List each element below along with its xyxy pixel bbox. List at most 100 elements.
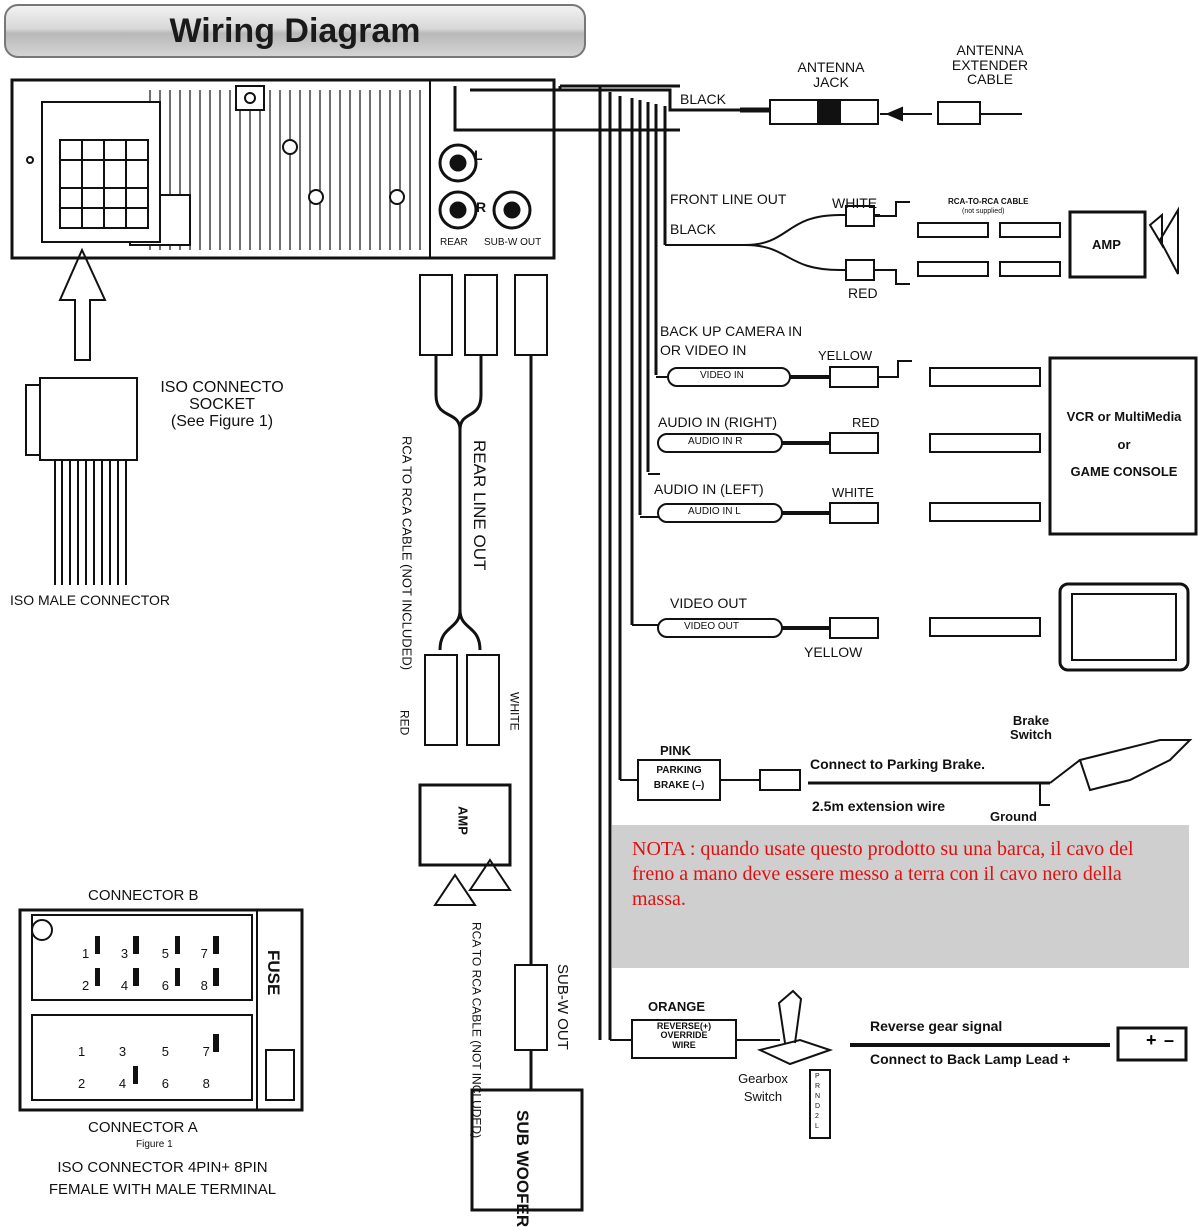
battery-plus: + bbox=[1146, 1030, 1157, 1050]
rear-cable-line-2: (NOT INCLUDED) bbox=[399, 564, 415, 671]
video-out-label: VIDEO OUT bbox=[670, 595, 748, 611]
rca-jacks bbox=[438, 143, 532, 230]
antenna-extender bbox=[937, 101, 981, 125]
pin-6: 6 bbox=[161, 978, 169, 993]
battery bbox=[1116, 1026, 1188, 1062]
gear-r: R bbox=[815, 1083, 821, 1090]
rear-cable-line-1: RCA TO RCA CABLE bbox=[399, 436, 415, 561]
front-rca-cables bbox=[917, 222, 1061, 277]
iso-socket-line-2: SOCKET bbox=[189, 395, 255, 413]
iso-male-connector-label: ISO MALE CONNECTOR bbox=[10, 592, 170, 608]
pin-5: 5 bbox=[161, 946, 169, 961]
gear-letters: P R N D 2 L bbox=[815, 1072, 820, 1132]
reverse-tag bbox=[631, 1019, 737, 1059]
video-out-yellow-label: YELLOW bbox=[804, 644, 863, 660]
video-in-yellow-label: YELLOW bbox=[818, 348, 873, 363]
caption-line-1: ISO CONNECTOR 4PIN+ 8PIN bbox=[57, 1159, 268, 1176]
rca-r-label: R bbox=[476, 199, 487, 215]
reverse-signal-label: Reverse gear signal bbox=[870, 1018, 1003, 1034]
gearbox-drawing bbox=[757, 989, 834, 1066]
pin-row-bottom: 2 4 6 8 bbox=[82, 970, 208, 1002]
pin-a-7: 7 bbox=[202, 1044, 210, 1059]
figure1-label: Figure 1 bbox=[136, 1139, 173, 1150]
pin-row-a-top: 1 3 5 7 bbox=[78, 1036, 210, 1068]
gear-2: 2 bbox=[815, 1113, 819, 1120]
audio-left-label: AUDIO IN (LEFT) bbox=[654, 481, 764, 497]
pin-3: 3 bbox=[120, 946, 129, 961]
page-title: Wiring Diagram bbox=[169, 12, 421, 50]
subw-out-jack-label: SUB-W OUT bbox=[484, 237, 542, 248]
extension-wire-label: 2.5m extension wire bbox=[812, 798, 946, 814]
rear-cable-label: RCA TO RCA CABLE (NOT INCLUDED) bbox=[399, 436, 415, 671]
back-lamp-label: Connect to Back Lamp Lead + bbox=[870, 1051, 1071, 1067]
note-box: NOTA : quando usate questo prodotto su u… bbox=[612, 825, 1189, 968]
rear-red-label: RED bbox=[397, 710, 412, 736]
pin-a-6: 6 bbox=[161, 1076, 169, 1091]
antenna-extender-label: ANTENNA EXTENDER CABLE bbox=[930, 43, 1050, 87]
ground-label: Ground bbox=[990, 809, 1037, 824]
hand-brake-drawing bbox=[1078, 739, 1193, 792]
pin-a-8: 8 bbox=[202, 1076, 210, 1091]
wire-bundle bbox=[453, 84, 740, 1040]
head-unit-iso-socket bbox=[41, 101, 161, 243]
subwoofer-box-label: SUB WOOFER bbox=[512, 1110, 532, 1227]
pin-7: 7 bbox=[200, 946, 208, 961]
front-amp-label: AMP bbox=[1092, 237, 1121, 252]
pink-label: PINK bbox=[660, 743, 692, 758]
front-amp bbox=[1068, 210, 1147, 279]
reverse-tag-line-3: WIRE bbox=[672, 1039, 696, 1050]
head-unit-body bbox=[10, 78, 556, 260]
media-device-box bbox=[1048, 356, 1198, 536]
subw-out-label: SUB-W OUT bbox=[553, 964, 571, 1050]
monitor bbox=[1058, 582, 1190, 672]
antenna-wire-label: BLACK bbox=[680, 91, 726, 107]
parking-brake-line-1: PARKING bbox=[656, 765, 702, 776]
figure1-pins bbox=[95, 936, 219, 1084]
battery-minus: – bbox=[1164, 1030, 1174, 1050]
brake-switch-label: Brake Switch bbox=[996, 714, 1066, 741]
rear-amp-label: AMP bbox=[455, 806, 471, 835]
parking-brake-tag bbox=[637, 759, 721, 801]
pin-a-4: 4 bbox=[118, 1076, 127, 1091]
camera-in-line-1: BACK UP CAMERA IN bbox=[660, 323, 803, 339]
media-device-line-3: GAME CONSOLE bbox=[1070, 464, 1178, 480]
media-device-line-2: or bbox=[1117, 436, 1131, 452]
rear-rca-plugs bbox=[419, 274, 548, 356]
audio-right-red-label: RED bbox=[852, 415, 880, 430]
rear-jack-label: REAR bbox=[440, 237, 468, 248]
figure1-outline bbox=[18, 908, 304, 1112]
reverse-tag-line-1: REVERSE(+) bbox=[656, 1021, 712, 1031]
subw-cable-line-1: RCA TO RCA CABLE bbox=[469, 922, 484, 1037]
caption-line-2: FEMALE WITH MALE TERMINAL bbox=[48, 1180, 277, 1198]
connector-a-label: CONNECTOR A bbox=[88, 1119, 198, 1136]
brake-switch-line-2: Switch bbox=[1010, 726, 1052, 742]
rear-line-out-label: REAR LINE OUT bbox=[469, 440, 489, 571]
pin-row-top: 1 3 5 7 bbox=[82, 938, 208, 970]
rca-cable-label: RCA-TO-RCA CABLE bbox=[948, 197, 1029, 206]
iso-socket-block bbox=[39, 377, 138, 461]
iso-socket-line-3: (See Figure 1) bbox=[170, 412, 274, 430]
rca-not-supplied-label: (not supplied) bbox=[962, 208, 1005, 215]
subwoofer-line-1: SUB bbox=[512, 1110, 532, 1146]
gearbox-line-1: Gearbox bbox=[738, 1071, 788, 1086]
camera-in-line-2: OR VIDEO IN bbox=[660, 341, 747, 358]
connector-b-pins: 1 3 5 7 2 4 6 8 bbox=[82, 938, 208, 1002]
antenna-jack-line-1: ANTENNA bbox=[797, 59, 865, 75]
front-red-label: RED bbox=[848, 285, 878, 301]
audio-left-white-label: WHITE bbox=[832, 485, 874, 500]
brake-switch-line-1: Brake bbox=[1012, 713, 1050, 728]
note-text: NOTA : quando usate questo prodotto su u… bbox=[632, 838, 1134, 910]
antenna-extender-line-3: CABLE bbox=[967, 71, 1013, 88]
gearbox-switch-label: Gearbox Switch bbox=[728, 1072, 798, 1103]
subw-cable-line-2: (NOT INCLUDED) bbox=[469, 1040, 484, 1139]
rear-white-label: WHITE bbox=[507, 692, 522, 731]
connector-a-pins: 1 3 5 7 2 4 6 8 bbox=[78, 1036, 210, 1100]
parking-brake-tag-text: PARKING BRAKE (–) bbox=[640, 765, 718, 791]
pin-a-5: 5 bbox=[161, 1044, 169, 1059]
figure1-caption: ISO CONNECTOR 4PIN+ 8PIN FEMALE WITH MAL… bbox=[10, 1160, 315, 1198]
connect-parking-brake-label: Connect to Parking Brake. bbox=[810, 756, 986, 772]
reverse-tag-text: REVERSE(+) OVERRIDE WIRE bbox=[634, 1021, 734, 1050]
parking-brake-line-2: BRAKE (–) bbox=[653, 779, 705, 791]
antenna-jack-label: ANTENNA JACK bbox=[776, 60, 886, 89]
